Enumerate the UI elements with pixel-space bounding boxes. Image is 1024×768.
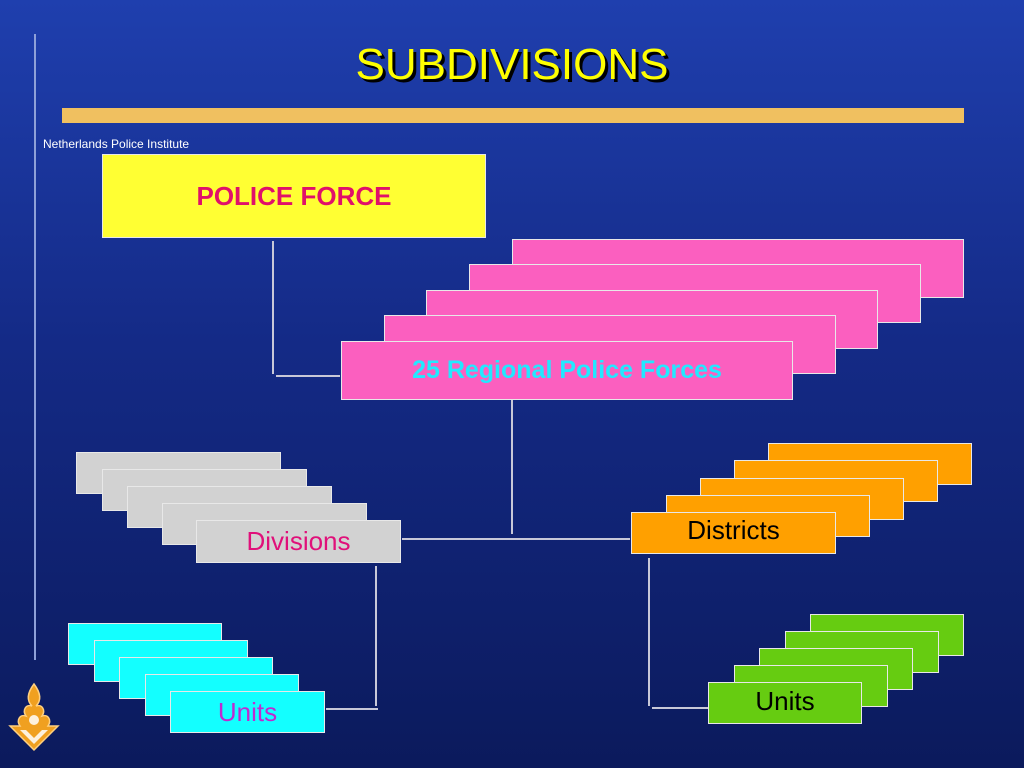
police-force-label: POLICE FORCE — [196, 180, 392, 211]
districts-label: Districts — [687, 514, 780, 545]
units-right-label: Units — [755, 685, 815, 716]
regional-police-forces-box: 25 Regional Police Forces — [341, 341, 793, 400]
units-right-box: Units — [708, 682, 862, 724]
units-left-label: Units — [217, 696, 278, 727]
connector-line — [326, 708, 378, 710]
connector-line — [511, 400, 513, 534]
connector-line — [648, 558, 650, 706]
units-left-box: Units — [170, 691, 325, 733]
title-underline-bar — [62, 108, 964, 123]
left-vertical-rule — [34, 34, 36, 660]
districts-box: Districts — [631, 512, 836, 554]
institute-label: Netherlands Police Institute — [43, 137, 190, 151]
police-force-box: POLICE FORCE — [102, 154, 486, 238]
connector-line — [375, 566, 377, 706]
connector-line — [276, 375, 340, 377]
divisions-label: Divisions — [246, 526, 351, 556]
connector-line — [272, 241, 274, 374]
divisions-box: Divisions — [196, 520, 401, 563]
connector-line — [402, 538, 630, 540]
regional-police-forces-label: 25 Regional Police Forces — [412, 356, 722, 384]
police-flame-logo-icon — [6, 680, 62, 752]
connector-line — [652, 707, 708, 709]
slide-title: SUBDIVISIONS — [355, 40, 669, 89]
